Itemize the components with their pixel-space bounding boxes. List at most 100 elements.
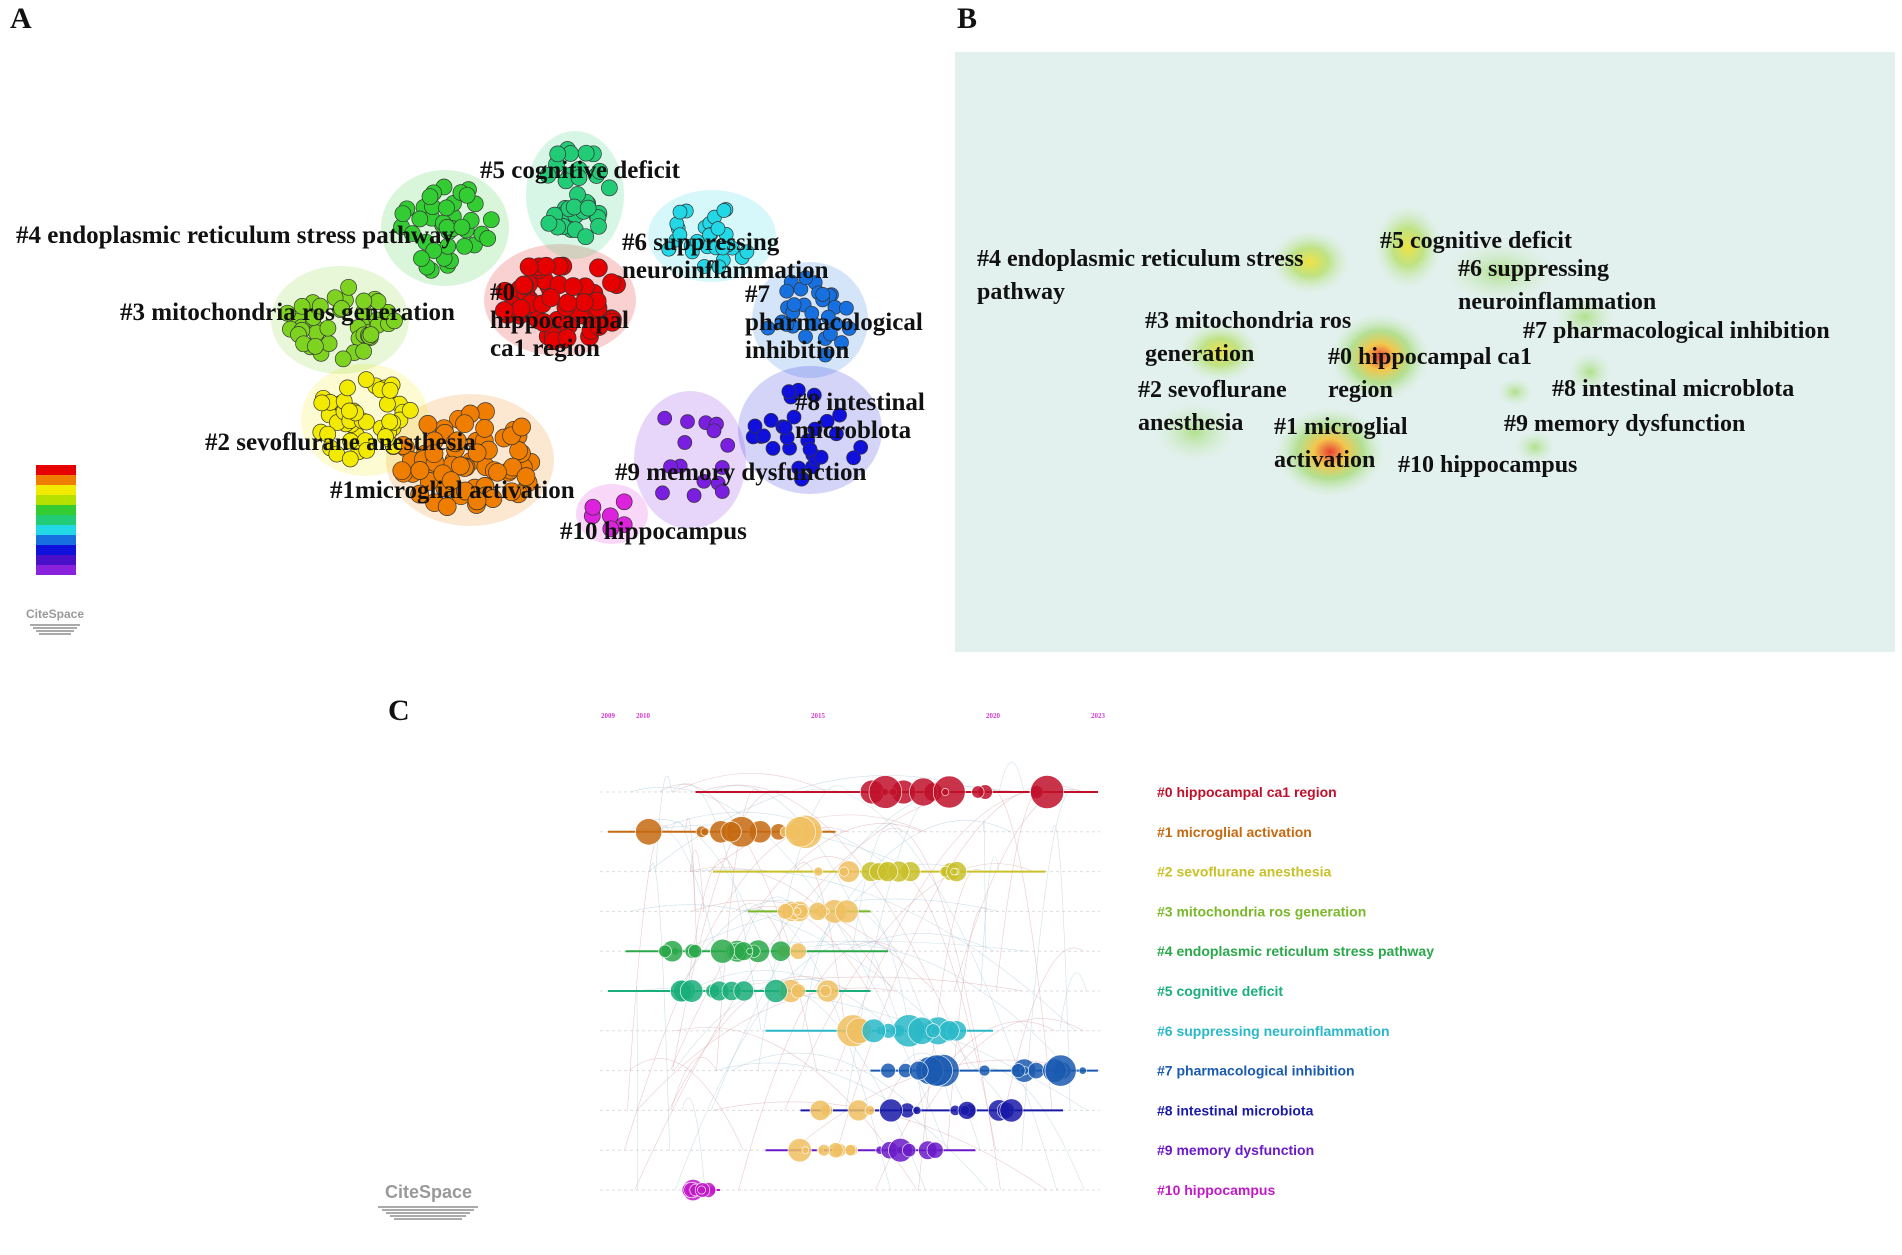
timeline-node bbox=[925, 1023, 941, 1039]
timeline-node bbox=[801, 1146, 810, 1155]
timeline-node bbox=[789, 942, 807, 960]
legend-swatch bbox=[36, 465, 76, 475]
cluster-node bbox=[584, 498, 602, 516]
cluster-node bbox=[536, 256, 556, 276]
cluster-node bbox=[540, 214, 558, 232]
density-blob bbox=[1155, 402, 1235, 462]
cluster-node bbox=[455, 414, 474, 434]
cluster-node bbox=[570, 169, 588, 186]
cluster-label-c5: #5 cognitive deficit bbox=[480, 157, 681, 184]
density-blob bbox=[1180, 322, 1260, 382]
cluster-node bbox=[819, 413, 835, 429]
cluster-node bbox=[358, 413, 375, 431]
cluster-node bbox=[401, 402, 419, 419]
cluster-label-c4: #4 endoplasmic reticulum stress pathway bbox=[16, 222, 454, 249]
cluster-label-c1: #1microglial activation bbox=[330, 477, 575, 504]
cluster-label-c9: #9 memory dysfunction bbox=[615, 459, 866, 486]
timeline-node bbox=[909, 1060, 929, 1081]
density-label-b10: #10 hippocampus bbox=[1398, 452, 1577, 478]
cluster-node bbox=[577, 228, 595, 246]
timeline-node bbox=[813, 866, 824, 877]
cluster-node bbox=[418, 415, 438, 434]
cluster-node bbox=[333, 300, 350, 317]
timeline-node bbox=[912, 1105, 922, 1115]
timeline-node bbox=[819, 985, 832, 997]
cluster-node bbox=[441, 471, 461, 491]
timeline-node bbox=[932, 775, 966, 809]
cluster-node bbox=[813, 449, 829, 465]
cluster-node bbox=[696, 259, 712, 274]
timeline-node bbox=[658, 944, 672, 958]
cluster-node bbox=[823, 326, 838, 342]
cluster-node bbox=[680, 414, 695, 429]
cluster-label-c10: #10 hippocampus bbox=[560, 518, 747, 545]
timeline-cluster-label: #6 suppressing neuroinflammation bbox=[1157, 1023, 1390, 1039]
cluster-node bbox=[456, 237, 473, 255]
cluster-node bbox=[806, 387, 822, 403]
cluster-node bbox=[779, 283, 795, 299]
cluster-node bbox=[590, 217, 607, 235]
cluster-node bbox=[413, 250, 430, 267]
cluster-node bbox=[381, 413, 399, 431]
density-blob bbox=[1568, 352, 1612, 392]
timeline-node bbox=[817, 1144, 831, 1157]
timeline-cluster-label: #9 memory dysfunction bbox=[1157, 1142, 1314, 1158]
cluster-node bbox=[313, 394, 331, 412]
timeline-cluster-label: #2 sevoflurane anesthesia bbox=[1157, 864, 1332, 880]
panel-letter-c: C bbox=[388, 694, 410, 727]
legend-swatch bbox=[36, 535, 76, 545]
cluster-node bbox=[410, 461, 430, 480]
timeline-node bbox=[868, 775, 903, 809]
cluster-node bbox=[307, 337, 324, 355]
cluster-node bbox=[334, 350, 352, 368]
timeline-node bbox=[679, 979, 704, 1003]
timeline-node bbox=[635, 818, 663, 846]
cluster-node bbox=[467, 491, 487, 511]
cluster-node bbox=[557, 328, 577, 348]
citespace-logo-text: CiteSpace bbox=[385, 1182, 472, 1202]
timeline-cluster-label: #7 pharmacological inhibition bbox=[1157, 1063, 1355, 1079]
timeline-node bbox=[902, 1143, 917, 1158]
cluster-node bbox=[341, 450, 359, 468]
cluster-node bbox=[846, 450, 861, 466]
timeline-node bbox=[1030, 775, 1065, 809]
legend-swatch bbox=[36, 495, 76, 505]
legend-swatch bbox=[36, 515, 76, 525]
cluster-node bbox=[475, 419, 494, 438]
cluster-node bbox=[615, 493, 633, 511]
cluster-node bbox=[591, 163, 609, 180]
legend-swatch bbox=[36, 545, 76, 555]
cluster-node bbox=[657, 410, 673, 426]
timeline-node bbox=[827, 1142, 844, 1159]
cluster-node bbox=[839, 300, 854, 316]
panel-letter-b: B bbox=[957, 2, 978, 35]
cluster-node bbox=[549, 145, 567, 163]
cluster-node bbox=[765, 441, 781, 456]
cluster-node bbox=[355, 292, 373, 310]
legend-swatch bbox=[36, 555, 76, 565]
cluster-node bbox=[794, 471, 809, 487]
cluster-node bbox=[488, 462, 507, 482]
cluster-node bbox=[672, 204, 688, 220]
cluster-node bbox=[807, 421, 823, 437]
timeline-node bbox=[926, 1141, 944, 1159]
cluster-node bbox=[320, 335, 338, 352]
cluster-node bbox=[377, 428, 394, 445]
cluster-node bbox=[341, 402, 358, 420]
timeline-node bbox=[834, 899, 859, 924]
cluster-node bbox=[453, 218, 471, 236]
timeline-node bbox=[791, 983, 806, 999]
timeline-year-label: 2009 bbox=[601, 712, 616, 720]
cluster-node bbox=[841, 321, 857, 336]
cluster-node bbox=[438, 199, 455, 217]
cluster-node bbox=[534, 313, 553, 332]
cluster-node bbox=[589, 317, 609, 336]
density-label-b8: #8 intestinal microblota bbox=[1552, 376, 1794, 402]
cluster-node bbox=[798, 270, 814, 286]
cluster-node bbox=[602, 520, 620, 538]
